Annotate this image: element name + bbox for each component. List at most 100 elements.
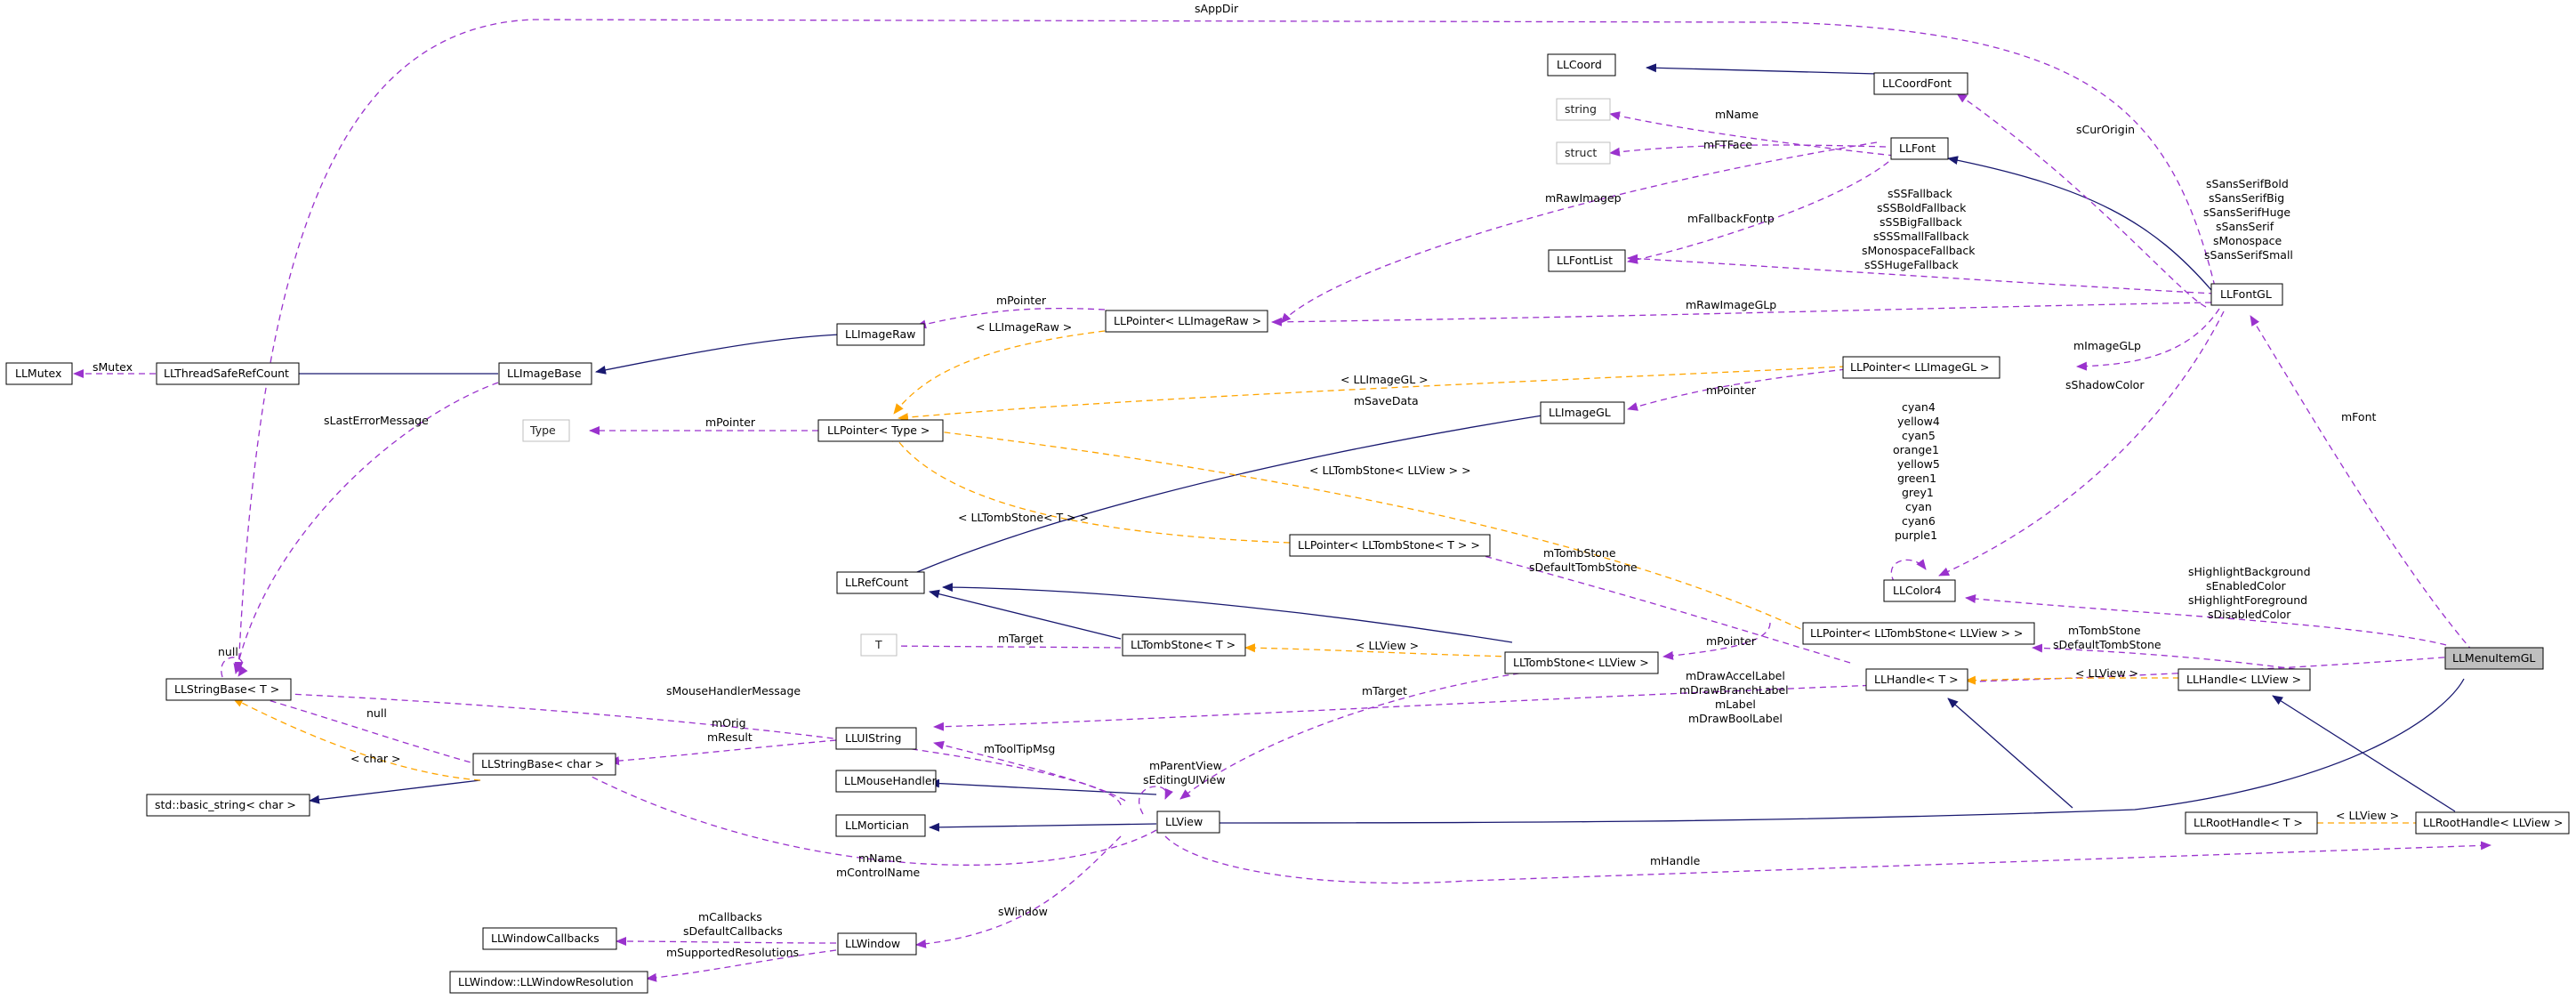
font-static-label: sSansSerif — [2216, 220, 2274, 233]
node-llcolor4[interactable]: LLColor4 — [1883, 579, 1956, 602]
color-label: grey1 — [1902, 486, 1934, 499]
svg-text:string: string — [1565, 102, 1597, 116]
label-sMutex: sMutex — [93, 360, 133, 374]
color-label: cyan6 — [1902, 514, 1936, 528]
label-tombstone-llview-template: < LLTombStone< LLView > > — [1309, 464, 1471, 477]
node-llimagebase[interactable]: LLImageBase — [498, 362, 592, 385]
svg-text:LLRefCount: LLRefCount — [845, 576, 908, 589]
label-mDrawAccelLabel: mDrawAccelLabel — [1686, 669, 1785, 682]
label-null-self: null — [218, 645, 238, 658]
node-llfont[interactable]: LLFont — [1890, 137, 1949, 160]
node-lltombstone-t[interactable]: LLTombStone< T > — [1122, 633, 1246, 657]
label-mSupportedResolutions: mSupportedResolutions — [666, 946, 799, 959]
node-llroothandle-t[interactable]: LLRootHandle< T > — [2185, 811, 2318, 835]
node-type[interactable]: Type — [522, 419, 570, 442]
svg-text:LLWindowCallbacks: LLWindowCallbacks — [491, 931, 600, 945]
label-mSaveData: mSaveData — [1354, 394, 1419, 407]
node-llwindowcallbacks[interactable]: LLWindowCallbacks — [482, 927, 617, 950]
label-llview-template-root: < LLView > — [2336, 809, 2399, 822]
node-llrefcount[interactable]: LLRefCount — [836, 571, 925, 594]
label-sDefaultTombStone-1: sDefaultTombStone — [1529, 560, 1638, 574]
node-llstringbase-char[interactable]: LLStringBase< char > — [472, 753, 616, 776]
label-mTombStone-2: mTombStone — [2068, 624, 2141, 637]
label-sDefaultCallbacks: sDefaultCallbacks — [683, 924, 783, 938]
node-lltombstone-llview[interactable]: LLTombStone< LLView > — [1504, 651, 1659, 674]
node-llimagegl[interactable]: LLImageGL — [1540, 401, 1625, 424]
color-label: yellow5 — [1897, 457, 1940, 471]
label-mParentView: mParentView — [1149, 759, 1222, 772]
label-sCurOrigin: sCurOrigin — [2076, 123, 2135, 136]
node-t[interactable]: T — [860, 633, 898, 657]
node-llthreadsaferefcount[interactable]: LLThreadSafeRefCount — [156, 362, 300, 385]
svg-text:LLMenuItemGL: LLMenuItemGL — [2452, 651, 2535, 665]
node-llfontlist[interactable]: LLFontList — [1548, 249, 1626, 272]
label-tombstone-t-template: < LLTombStone< T > > — [958, 511, 1089, 524]
label-menu-colors: sHighlightBackground sEnabledColor sHigh… — [2188, 565, 2311, 621]
edge-labels: sAppDir sMutex sLastErrorMessage mPointe… — [93, 2, 2399, 959]
node-llpointer-lltombstone-llview[interactable]: LLPointer< LLTombStone< LLView > > — [1802, 622, 2035, 645]
menu-color-label: sEnabledColor — [2206, 579, 2287, 593]
node-llcoord[interactable]: LLCoord — [1547, 53, 1616, 77]
svg-text:LLWindow::LLWindowResolution: LLWindow::LLWindowResolution — [458, 975, 633, 988]
label-mName-2: mName — [858, 851, 902, 865]
svg-text:LLUIString: LLUIString — [845, 731, 901, 745]
label-mRawImagep: mRawImagep — [1545, 191, 1622, 205]
label-sWindow: sWindow — [998, 905, 1048, 918]
svg-text:LLRootHandle< T >: LLRootHandle< T > — [2194, 816, 2303, 829]
svg-text:LLCoord: LLCoord — [1557, 58, 1602, 71]
svg-text:LLHandle< LLView >: LLHandle< LLView > — [2186, 673, 2301, 686]
usage-edges — [73, 19, 2491, 982]
node-llmutex[interactable]: LLMutex — [5, 362, 73, 385]
svg-text:LLCoordFont: LLCoordFont — [1882, 77, 1952, 90]
label-mResult: mResult — [707, 730, 753, 744]
fallback-label: sMonospaceFallback — [1862, 244, 1976, 257]
node-llpointer-llimageraw[interactable]: LLPointer< LLImageRaw > — [1105, 310, 1268, 333]
node-std-basic-string[interactable]: std::basic_string< char > — [146, 794, 310, 817]
node-llhandle-llview[interactable]: LLHandle< LLView > — [2178, 668, 2311, 691]
svg-text:LLFontGL: LLFontGL — [2220, 287, 2272, 301]
node-llview[interactable]: LLView — [1156, 810, 1220, 834]
node-lluistring[interactable]: LLUIString — [835, 727, 917, 750]
node-llwindow-resolution[interactable]: LLWindow::LLWindowResolution — [449, 971, 648, 994]
label-mControlName: mControlName — [836, 866, 921, 879]
node-llmousehandler[interactable]: LLMouseHandler — [835, 770, 938, 793]
node-llhandle-t[interactable]: LLHandle< T > — [1865, 668, 1968, 691]
fallback-label: sSSHugeFallback — [1864, 258, 1959, 271]
node-string[interactable]: string — [1556, 98, 1611, 121]
svg-text:LLImageGL: LLImageGL — [1549, 406, 1611, 419]
label-mImageGLp: mImageGLp — [2073, 339, 2141, 352]
svg-text:LLThreadSafeRefCount: LLThreadSafeRefCount — [164, 367, 289, 380]
node-struct[interactable]: struct — [1556, 141, 1611, 165]
menu-color-label: sHighlightBackground — [2188, 565, 2311, 578]
node-llwindow[interactable]: LLWindow — [837, 932, 917, 956]
node-llpointer-type[interactable]: LLPointer< Type > — [817, 419, 944, 442]
node-llpointer-llimagegl[interactable]: LLPointer< LLImageGL > — [1842, 356, 2000, 379]
edges — [73, 19, 2491, 982]
svg-text:struct: struct — [1565, 146, 1597, 159]
node-llstringbase-t[interactable]: LLStringBase< T > — [165, 678, 292, 701]
color-label: cyan5 — [1902, 429, 1936, 442]
label-mHandle: mHandle — [1650, 854, 1701, 867]
color-label: yellow4 — [1897, 415, 1940, 428]
node-llpointer-lltombstone-t[interactable]: LLPointer< LLTombStone< T > > — [1289, 534, 1491, 557]
label-mTarget-view: mTarget — [1362, 684, 1407, 698]
svg-text:LLMouseHandler: LLMouseHandler — [844, 774, 938, 787]
label-llimagegl-template: < LLImageGL > — [1340, 373, 1429, 386]
template-edges — [232, 330, 2420, 827]
node-llmortician[interactable]: LLMortician — [835, 814, 926, 837]
label-mLabel: mLabel — [1715, 698, 1756, 711]
svg-text:std::basic_string< char >: std::basic_string< char > — [155, 798, 296, 811]
svg-text:T: T — [874, 638, 882, 651]
node-llcoordfont[interactable]: LLCoordFont — [1873, 72, 1968, 95]
label-mDrawBoolLabel: mDrawBoolLabel — [1688, 712, 1783, 725]
node-llfontgl[interactable]: LLFontGL — [2210, 283, 2283, 306]
fallback-label: sSSFallback — [1888, 187, 1952, 200]
node-llimageraw[interactable]: LLImageRaw — [836, 323, 925, 346]
label-sEditingUIView: sEditingUIView — [1143, 773, 1226, 786]
node-llmenuitemgl[interactable]: LLMenuItemGL — [2444, 647, 2544, 670]
svg-text:LLStringBase< T >: LLStringBase< T > — [174, 682, 279, 696]
label-mPointer-gl: mPointer — [1706, 383, 1757, 397]
fallback-label: sSSBigFallback — [1880, 215, 1962, 229]
node-llroothandle-llview[interactable]: LLRootHandle< LLView > — [2415, 811, 2570, 835]
